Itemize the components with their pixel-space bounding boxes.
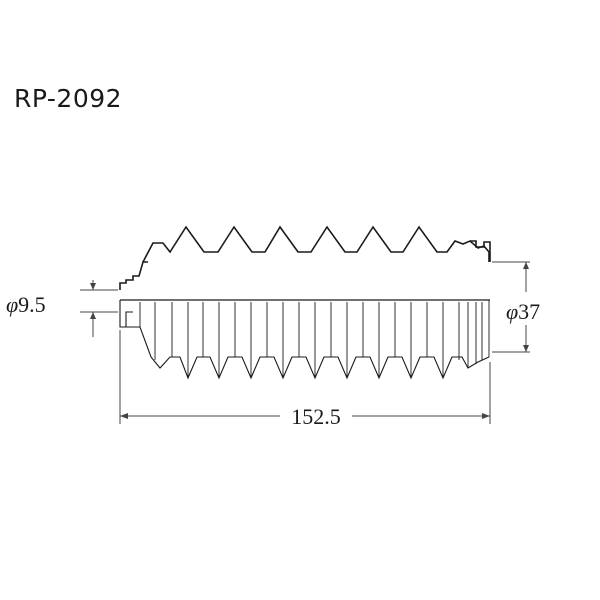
small-end-inner xyxy=(119,300,133,328)
boot-outline xyxy=(119,225,491,301)
small-diameter-label: φ9.5 xyxy=(6,292,46,317)
dim-small-diameter xyxy=(80,280,118,337)
boot-section xyxy=(119,300,490,380)
large-diameter-label: φ37 xyxy=(506,299,540,324)
large-end-collar xyxy=(470,240,491,262)
part-number: RP-2092 xyxy=(14,84,123,113)
phi-symbol: φ xyxy=(506,299,518,324)
small-end-collar xyxy=(119,261,148,290)
outer-pleat-profile xyxy=(142,225,490,263)
pleat-ribs xyxy=(139,300,490,378)
inner-pleat-profile xyxy=(126,326,490,380)
small-diameter-value: 9.5 xyxy=(18,292,46,317)
dim-large-diameter xyxy=(492,261,530,353)
large-diameter-value: 37 xyxy=(518,299,540,324)
phi-symbol: φ xyxy=(6,292,18,317)
overall-length-label: 152.5 xyxy=(291,404,341,429)
dim-overall-length xyxy=(119,330,491,424)
